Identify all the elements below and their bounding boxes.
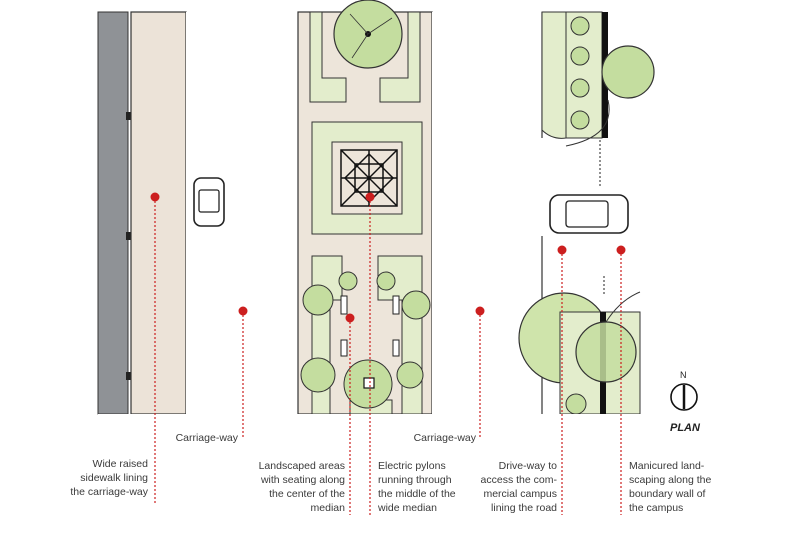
electric-pylon (340, 149, 398, 207)
marker-sidewalk (150, 192, 160, 202)
marker-carriage-right (475, 306, 485, 316)
label-carriage-right: Carriage-way (413, 432, 476, 444)
car-left (193, 177, 225, 227)
wall-posts (126, 112, 131, 380)
marker-driveway (557, 245, 567, 255)
label-manicured: Manicured land- scaping along the bounda… (629, 460, 712, 514)
benches (340, 295, 400, 357)
compass-north-label: N (680, 370, 687, 380)
marker-manicured (616, 245, 626, 255)
sidewalk (130, 11, 187, 415)
label-landscaped: Landscaped areas with seating along the … (258, 460, 345, 514)
boundary-wall (97, 11, 129, 415)
marker-carriage-left (238, 306, 248, 316)
label-pylons: Electric pylons running through the midd… (378, 460, 456, 514)
pylon-plaza (311, 121, 423, 235)
label-sidewalk: Wide raised sidewalk lining the carriage… (70, 458, 148, 498)
plan-title: PLAN (670, 422, 700, 434)
median-trees (300, 271, 431, 409)
label-carriage-left: Carriage-way (175, 432, 238, 444)
campus-landscaping-top (541, 11, 655, 147)
label-driveway: Drive-way to access the com- mercial cam… (480, 460, 557, 514)
annotation-markers (150, 192, 626, 515)
median-planting-top (309, 0, 421, 103)
marker-landscaped (345, 313, 355, 323)
north-arrow-icon (670, 383, 698, 411)
car-right (549, 194, 629, 234)
marker-pylons (365, 192, 375, 202)
